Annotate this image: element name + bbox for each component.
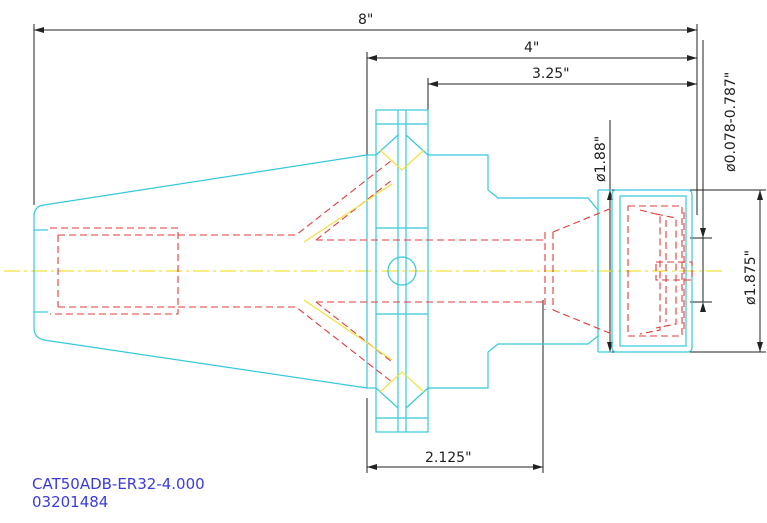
part-model: CAT50ADB-ER32-4.000 [32,475,205,493]
dim-dia-1875: ø1.875" [743,250,759,305]
part-number: 03201484 [32,493,108,511]
dim-dia-188: ø1.88" [593,136,609,182]
dim-overall-length: 8" [358,12,373,28]
dim-325: 3.25" [532,66,570,82]
taper-shank [33,154,368,389]
dimension-lines [33,24,766,473]
construction-lines [303,149,425,393]
hidden-lines [50,159,693,383]
dim-2125: 2.125" [425,450,472,466]
flange [367,109,429,433]
dim-4: 4" [524,40,539,56]
dim-collet-range: ø0.078-0.787" [723,72,739,172]
